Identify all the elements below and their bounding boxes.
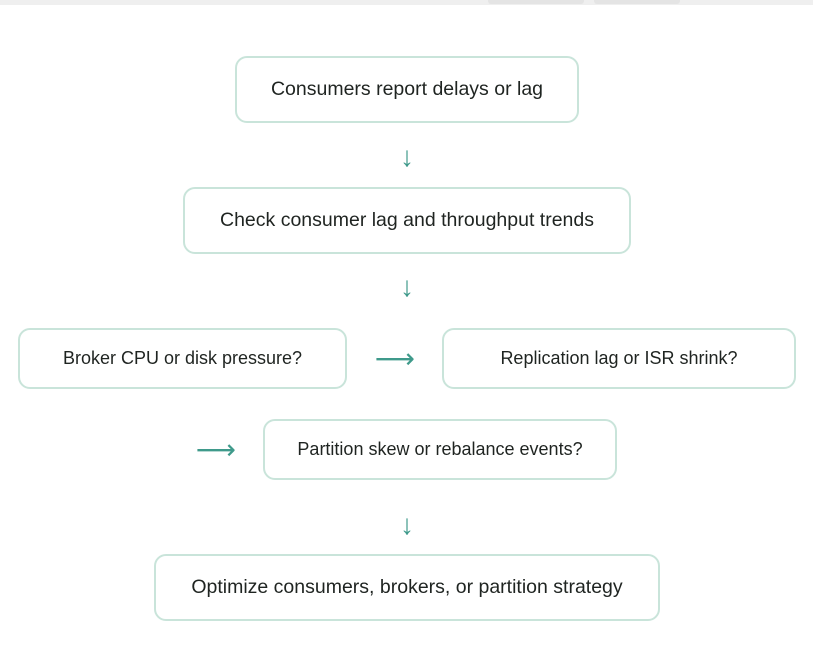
- arrow-right-icon: ⟶: [374, 343, 416, 374]
- node-label: Optimize consumers, brokers, or partitio…: [191, 576, 623, 598]
- node-consumers-report-delays: Consumers report delays or lag: [235, 56, 579, 123]
- node-label: Partition skew or rebalance events?: [297, 439, 583, 459]
- node-label: Replication lag or ISR shrink?: [500, 348, 738, 368]
- arrow-down-icon: ↓: [400, 271, 414, 302]
- node-partition-skew: Partition skew or rebalance events?: [263, 419, 617, 480]
- node-label: Broker CPU or disk pressure?: [62, 348, 303, 368]
- top-bar-tab: [488, 0, 584, 4]
- node-label: Consumers report delays or lag: [270, 78, 544, 100]
- node-check-consumer-lag: Check consumer lag and throughput trends: [183, 187, 631, 254]
- node-replication-lag: Replication lag or ISR shrink?: [442, 328, 796, 389]
- top-bar: [0, 0, 813, 5]
- arrow-down-icon: ↓: [400, 509, 414, 540]
- node-optimize-strategy: Optimize consumers, brokers, or partitio…: [154, 554, 660, 621]
- node-label: Check consumer lag and throughput trends: [220, 209, 594, 231]
- top-bar-tab: [594, 0, 680, 4]
- node-broker-pressure: Broker CPU or disk pressure?: [18, 328, 347, 389]
- arrow-down-icon: ↓: [400, 141, 414, 172]
- arrow-right-icon: ⟶: [195, 434, 237, 465]
